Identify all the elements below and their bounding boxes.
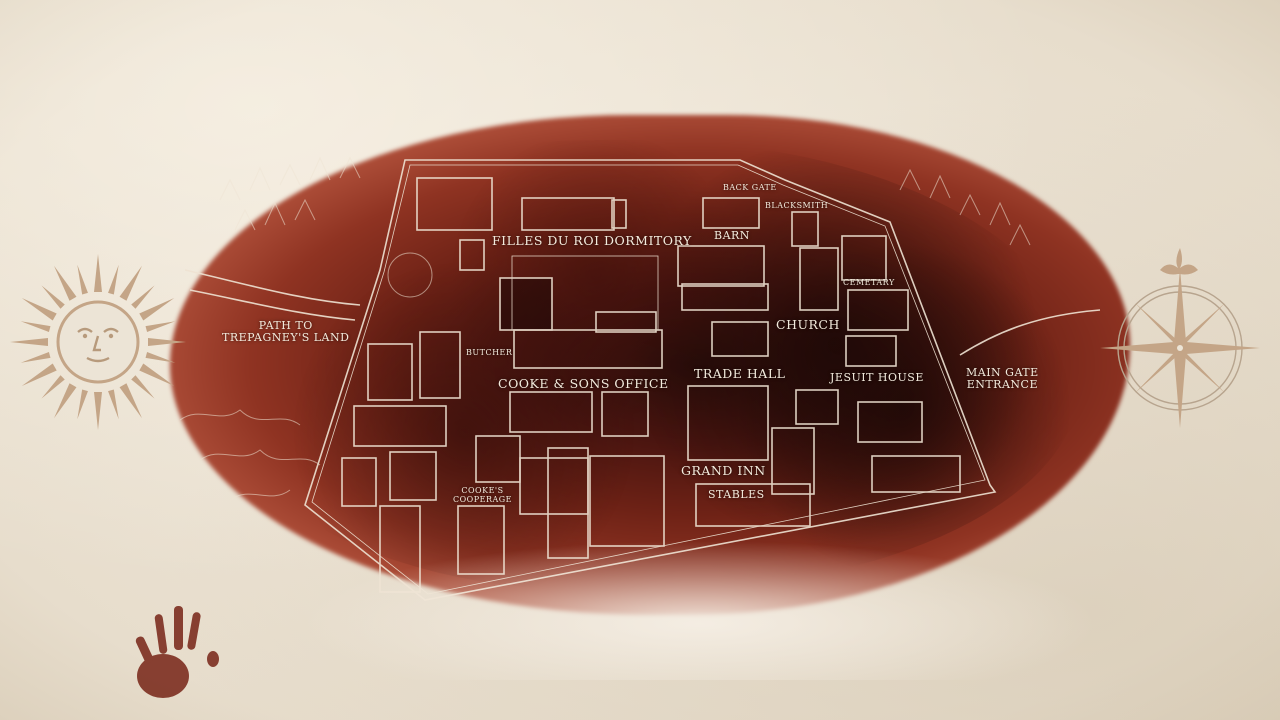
building-top-left bbox=[416, 177, 493, 231]
path-line1: PATH TO bbox=[258, 319, 313, 332]
location-stables[interactable]: STABLES bbox=[708, 488, 765, 501]
building-barn bbox=[702, 197, 760, 229]
location-back-gate[interactable]: BACK GATE bbox=[723, 183, 777, 192]
building-jesuit-house bbox=[845, 335, 897, 367]
cooperage-line1: COOKE'S bbox=[461, 486, 504, 495]
location-butcher[interactable]: BUTCHER bbox=[466, 348, 513, 357]
building-office-row bbox=[513, 329, 663, 369]
location-cemetery[interactable]: CEMETARY bbox=[843, 278, 895, 287]
path-line2: TREPAGNEY'S LAND bbox=[222, 331, 350, 345]
location-filles-du-roi-dormitory[interactable]: FILLES DU ROI DORMITORY bbox=[492, 233, 692, 248]
palisade-wall bbox=[304, 159, 997, 601]
bloody-handprint-icon bbox=[135, 606, 219, 698]
location-cooke-sons-office[interactable]: COOKE & SONS OFFICE bbox=[498, 376, 669, 391]
location-grand-inn[interactable]: GRAND INN bbox=[681, 463, 766, 478]
location-path-to-trepagney[interactable]: PATH TO TREPAGNEY'S LAND bbox=[222, 319, 350, 345]
location-blacksmith[interactable]: BLACKSMITH bbox=[765, 201, 829, 210]
location-church[interactable]: CHURCH bbox=[776, 317, 840, 332]
sun-face-icon bbox=[10, 254, 186, 430]
building-dormitory bbox=[521, 197, 615, 231]
main-gate-line2: ENTRANCE bbox=[966, 378, 1038, 392]
location-trade-hall[interactable]: TRADE HALL bbox=[694, 366, 786, 381]
location-main-gate-entrance[interactable]: MAIN GATE ENTRANCE bbox=[966, 366, 1039, 392]
location-barn[interactable]: BARN bbox=[714, 229, 750, 242]
building-church bbox=[799, 247, 839, 311]
dark-shadow-layer bbox=[200, 140, 1080, 590]
compass-rose-icon bbox=[1100, 248, 1260, 428]
fog-overlay bbox=[300, 540, 1100, 680]
location-cookes-cooperage[interactable]: COOKE'S COOPERAGE bbox=[453, 486, 512, 505]
main-gate-line1: MAIN GATE bbox=[966, 366, 1039, 379]
cooperage-line2: COOPERAGE bbox=[453, 494, 512, 504]
location-jesuit-house[interactable]: JESUIT HOUSE bbox=[830, 371, 924, 384]
